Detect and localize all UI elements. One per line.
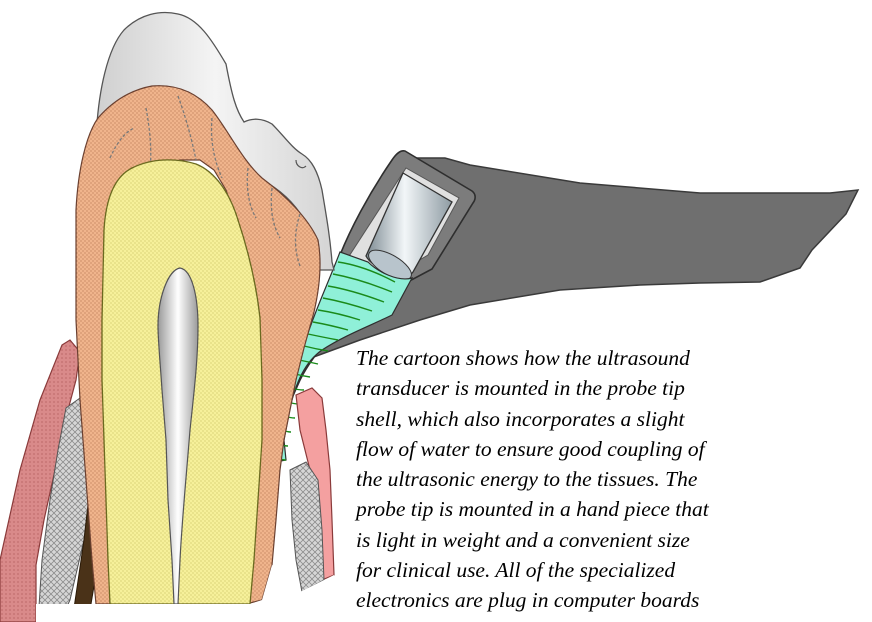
caption-text: The cartoon shows how the ultrasound tra… bbox=[356, 343, 872, 616]
caption-line: shell, which also incorporates a slight bbox=[356, 404, 872, 434]
caption-line: flow of water to ensure good coupling of bbox=[356, 434, 872, 464]
caption-line: transducer is mounted in the probe tip bbox=[356, 373, 872, 403]
caption-line: is light in weight and a convenient size bbox=[356, 525, 872, 555]
caption-line: The cartoon shows how the ultrasound bbox=[356, 343, 872, 373]
caption-line: for clinical use. All of the specialized bbox=[356, 555, 872, 585]
caption-line: probe tip is mounted in a hand piece tha… bbox=[356, 494, 872, 524]
caption-line: electronics are plug in computer boards bbox=[356, 585, 872, 615]
caption-line: the ultrasonic energy to the tissues. Th… bbox=[356, 464, 872, 494]
